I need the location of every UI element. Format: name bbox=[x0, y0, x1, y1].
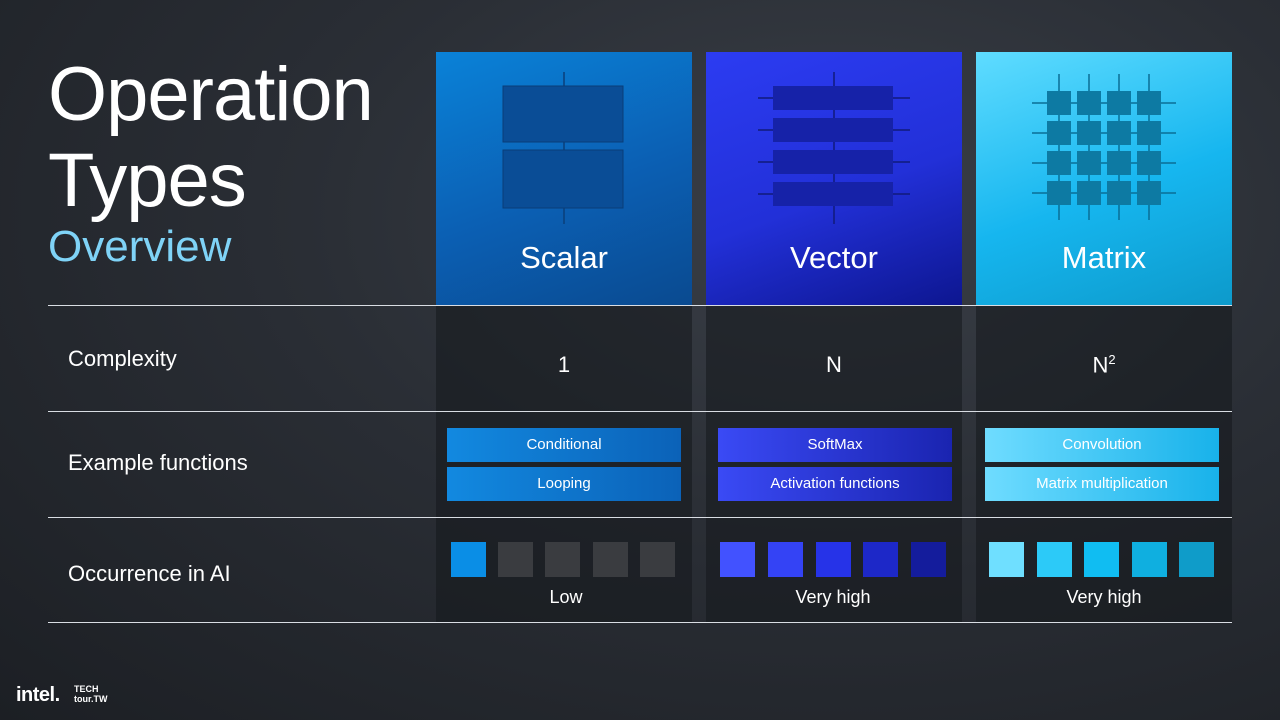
occurrence-matrix-5 bbox=[1179, 542, 1214, 577]
occurrence-scalar-5 bbox=[640, 542, 675, 577]
occurrence-vector-2 bbox=[768, 542, 803, 577]
complexity-matrix-exponent: 2 bbox=[1108, 352, 1116, 367]
example-vector-2: Activation functions bbox=[718, 467, 952, 501]
occurrence-vector-4 bbox=[863, 542, 898, 577]
page-title: Operation Types bbox=[48, 52, 374, 224]
occurrence-scalar-1 bbox=[451, 542, 486, 577]
tech-tour-line-2: tour.TW bbox=[74, 694, 108, 704]
row-label-occurrence: Occurrence in AI bbox=[68, 561, 231, 586]
occurrence-matrix-2 bbox=[1037, 542, 1072, 577]
complexity-matrix: N2 bbox=[976, 352, 1232, 378]
occurrence-label-matrix: Very high bbox=[1066, 587, 1142, 607]
example-scalar-2: Looping bbox=[447, 467, 681, 501]
occurrence-scalar-4 bbox=[593, 542, 628, 577]
occurrence-scalar-2 bbox=[498, 542, 533, 577]
occurrence-matrix-1 bbox=[989, 542, 1024, 577]
example-matrix-2: Matrix multiplication bbox=[985, 467, 1219, 501]
tech-tour-logo: TECH tour.TW bbox=[74, 684, 108, 704]
example-vector-1: SoftMax bbox=[718, 428, 952, 462]
complexity-scalar: 1 bbox=[557, 352, 571, 377]
complexity-vector: N bbox=[826, 352, 842, 377]
row-label-complexity: Complexity bbox=[68, 346, 177, 371]
column-title-scalar: Scalar bbox=[520, 240, 608, 275]
occurrence-vector-5 bbox=[911, 542, 946, 577]
intel-logo: intel. bbox=[16, 684, 60, 706]
matrix-icon bbox=[1032, 74, 1176, 220]
occurrence-label-vector: Very high bbox=[795, 587, 871, 607]
divider-occurrence bbox=[48, 622, 1232, 623]
scalar-icon bbox=[502, 72, 624, 224]
example-matrix-1: Convolution bbox=[985, 428, 1219, 462]
complexity-matrix-base: N bbox=[1092, 352, 1109, 378]
occurrence-scalar-3 bbox=[545, 542, 580, 577]
column-title-matrix: Matrix bbox=[1061, 240, 1147, 275]
page-subtitle: Overview bbox=[48, 222, 232, 271]
vector-icon bbox=[758, 72, 910, 224]
divider-header bbox=[48, 305, 1232, 306]
column-title-vector: Vector bbox=[790, 240, 878, 275]
column-header-scalar: Scalar bbox=[436, 52, 692, 305]
occurrence-label-scalar: Low bbox=[549, 587, 583, 607]
tech-tour-line-1: TECH bbox=[74, 684, 99, 694]
title-line-1: Operation bbox=[48, 52, 374, 137]
column-header-matrix: Matrix bbox=[976, 52, 1232, 305]
occurrence-vector-1 bbox=[720, 542, 755, 577]
title-line-2: Types bbox=[48, 138, 247, 223]
row-label-examples: Example functions bbox=[68, 450, 248, 475]
occurrence-vector-3 bbox=[816, 542, 851, 577]
divider-examples bbox=[48, 517, 1232, 518]
occurrence-matrix-4 bbox=[1132, 542, 1167, 577]
column-header-vector: Vector bbox=[706, 52, 962, 305]
example-scalar-1: Conditional bbox=[447, 428, 681, 462]
occurrence-matrix-3 bbox=[1084, 542, 1119, 577]
divider-complexity bbox=[48, 411, 1232, 412]
